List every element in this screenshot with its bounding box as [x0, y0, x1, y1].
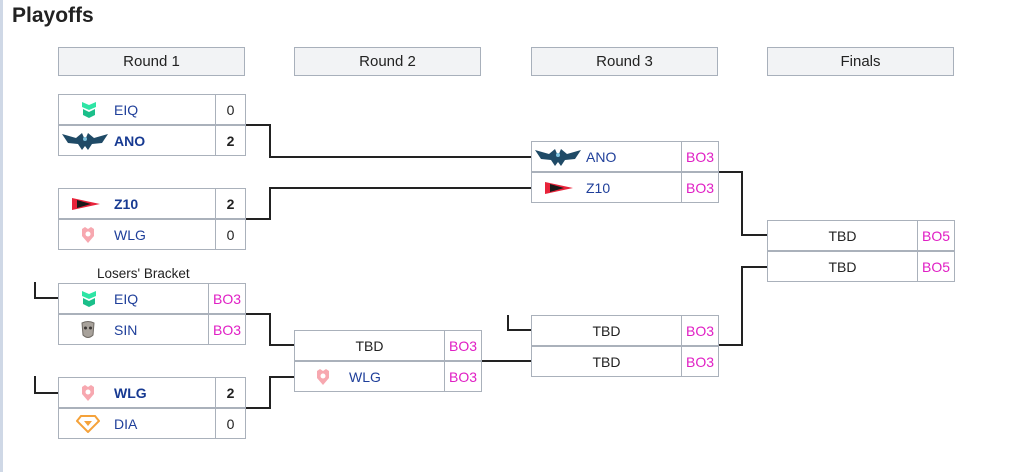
team-name: DIA	[114, 415, 138, 432]
team-name: SIN	[114, 321, 138, 338]
connector-r3u-to-finals	[719, 171, 767, 236]
team-cell: SIN	[59, 315, 208, 344]
team-name: Z10	[586, 179, 611, 196]
team-name: WLG	[349, 368, 381, 385]
match-row-finals-team2[interactable]: TBD BO5	[767, 251, 955, 282]
team-cell: EIQ	[59, 284, 208, 313]
dia-logo-icon	[76, 415, 100, 433]
connector-feed-r1l1	[34, 282, 58, 299]
team-name: TBD	[828, 227, 857, 244]
match-row-r1l1-team1[interactable]: EIQ BO3	[58, 283, 246, 314]
team-name: TBD	[828, 258, 857, 275]
match-row-r1u2-team2[interactable]: WLG 0	[58, 219, 246, 250]
match-row-r3u-team2[interactable]: Z10 BO3	[531, 172, 719, 203]
team-cell: ANO	[532, 142, 681, 171]
match-row-r1l2-team2[interactable]: DIA 0	[58, 408, 246, 439]
round-header-finals: Finals	[767, 47, 954, 76]
format-cell: BO5	[917, 221, 954, 250]
connector-r3l-to-finals	[719, 266, 767, 346]
score-cell: 2	[215, 378, 245, 407]
team-cell: TBD	[532, 347, 681, 376]
team-cell: Z10	[532, 173, 681, 202]
team-cell: TBD	[768, 252, 917, 281]
eiq-logo-icon	[81, 290, 97, 308]
left-border	[0, 0, 3, 472]
score-cell: 2	[215, 126, 245, 155]
score-cell: 0	[215, 95, 245, 124]
team-cell: ANO	[59, 126, 215, 155]
match-row-r1l1-team2[interactable]: SIN BO3	[58, 314, 246, 345]
sin-logo-icon	[80, 320, 96, 340]
score-cell: 0	[215, 220, 245, 249]
team-cell: WLG	[295, 362, 444, 391]
team-cell: TBD	[768, 221, 917, 250]
wlg-logo-icon	[315, 368, 331, 386]
team-cell: WLG	[59, 378, 215, 407]
team-name: TBD	[355, 337, 384, 354]
format-cell: BO3	[444, 362, 481, 391]
connector-r1u2-to-r3	[246, 187, 531, 220]
format-cell: BO3	[208, 315, 245, 344]
ano-logo-icon	[535, 146, 581, 168]
team-name: WLG	[114, 384, 147, 401]
ano-logo-icon	[62, 130, 108, 152]
connector-r1u1-to-r3	[246, 124, 531, 158]
team-name: ANO	[114, 132, 146, 149]
score-cell: 2	[215, 189, 245, 218]
format-cell: BO3	[681, 316, 718, 345]
match-row-r1l2-team1[interactable]: WLG 2	[58, 377, 246, 408]
round-header-2: Round 2	[294, 47, 481, 76]
format-cell: BO3	[208, 284, 245, 313]
match-row-r3u-team1[interactable]: ANO BO3	[531, 141, 719, 172]
round-header-1: Round 1	[58, 47, 245, 76]
format-cell: BO3	[444, 331, 481, 360]
eiq-logo-icon	[81, 101, 97, 119]
match-row-r2l-team2[interactable]: WLG BO3	[294, 361, 482, 392]
connector-feed-r3l	[507, 315, 531, 331]
team-name: TBD	[592, 353, 621, 370]
format-cell: BO3	[681, 142, 718, 171]
team-cell: EIQ	[59, 95, 215, 124]
connector-r1l2-to-r2	[246, 376, 294, 409]
format-cell: BO5	[917, 252, 954, 281]
team-cell: Z10	[59, 189, 215, 218]
team-cell: TBD	[295, 331, 444, 360]
connector-r1l1-to-r2	[246, 313, 294, 346]
team-cell: WLG	[59, 220, 215, 249]
wlg-logo-icon	[80, 384, 96, 402]
z10-logo-icon	[544, 181, 574, 195]
team-cell: TBD	[532, 316, 681, 345]
losers-bracket-label: Losers' Bracket	[97, 266, 190, 281]
wlg-logo-icon	[80, 226, 96, 244]
score-cell: 0	[215, 409, 245, 438]
format-cell: BO3	[681, 173, 718, 202]
match-row-r1u1-team1[interactable]: EIQ 0	[58, 94, 246, 125]
team-name: Z10	[114, 195, 139, 212]
match-row-r1u2-team1[interactable]: Z10 2	[58, 188, 246, 219]
team-name: EIQ	[114, 101, 139, 118]
match-row-finals-team1[interactable]: TBD BO5	[767, 220, 955, 251]
team-name: TBD	[592, 322, 621, 339]
z10-logo-icon	[71, 197, 101, 211]
format-cell: BO3	[681, 347, 718, 376]
team-name: WLG	[114, 226, 146, 243]
match-row-r3l-team2[interactable]: TBD BO3	[531, 346, 719, 377]
connector-feed-r1l2	[34, 376, 58, 394]
team-name: EIQ	[114, 290, 139, 307]
team-cell: DIA	[59, 409, 215, 438]
match-row-r3l-team1[interactable]: TBD BO3	[531, 315, 719, 346]
team-name: ANO	[586, 148, 617, 165]
round-header-3: Round 3	[531, 47, 718, 76]
match-row-r1u1-team2[interactable]: ANO 2	[58, 125, 246, 156]
page-title: Playoffs	[12, 4, 94, 27]
match-row-r2l-team1[interactable]: TBD BO3	[294, 330, 482, 361]
